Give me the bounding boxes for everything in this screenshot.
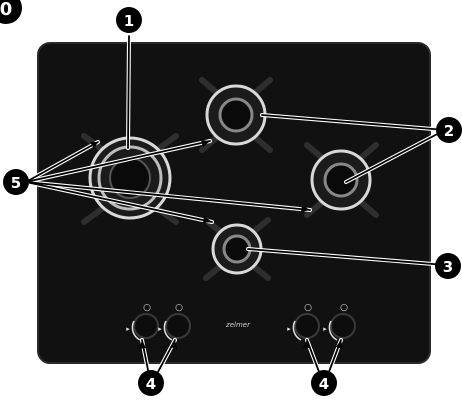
callout-3-number: 3: [443, 258, 453, 276]
callout-1: 1: [116, 7, 142, 33]
callout-5-number: 5: [11, 174, 21, 192]
callout-4-left-number: 4: [146, 375, 156, 393]
callout-5: 5: [3, 169, 29, 195]
leader-lines: [24, 34, 447, 387]
arrowhead: [201, 140, 210, 147]
leader-3: [247, 248, 446, 266]
corner-marker: 0: [0, 0, 22, 24]
knob-flame-mark: ▸: [323, 325, 327, 333]
burner-wok: [81, 133, 179, 225]
burner-right: [304, 142, 379, 218]
burner-icon: [218, 97, 254, 133]
knob-flame-mark: ▸: [287, 325, 291, 333]
arrowhead: [90, 142, 98, 149]
knob-group-left: ○ ▸ ○ ▸: [126, 303, 191, 341]
corner-marker-text: 0: [0, 0, 12, 20]
arrowhead: [203, 216, 212, 223]
knob-off-mark: ○: [304, 303, 312, 313]
control-knob-icon: ○ ▸: [287, 303, 320, 341]
control-knob-icon: ○ ▸: [126, 303, 159, 341]
callout-2-number: 2: [444, 122, 454, 140]
arrowhead: [336, 340, 343, 349]
leader-1: [127, 35, 130, 149]
knob-flame-mark: ▸: [126, 325, 130, 333]
leader-5d: [25, 181, 213, 223]
knob-group-right: ○ ▸ ○ ▸: [287, 303, 356, 341]
arrowhead: [301, 205, 310, 212]
callout-2: 2: [436, 117, 462, 143]
leader-2b: [345, 129, 446, 183]
burner-top-middle: [199, 77, 273, 153]
knob-off-mark: ○: [340, 303, 348, 313]
knob-off-mark: ○: [175, 303, 183, 313]
callout-4-right: 4: [311, 370, 337, 396]
knob-off-mark: ○: [143, 303, 151, 313]
leader-5a: [25, 141, 99, 183]
callout-4-left: 4: [138, 370, 164, 396]
callout-4-right-number: 4: [319, 375, 329, 393]
arrowhead: [139, 340, 146, 349]
brand-label: zelmer: [225, 321, 251, 329]
burner-icon: [323, 162, 359, 198]
leader-2a: [261, 114, 446, 131]
arrowhead: [170, 340, 177, 349]
control-knob-icon: ○ ▸: [158, 303, 191, 341]
arrowhead: [303, 340, 310, 348]
callout-3: 3: [435, 253, 461, 279]
leader-5b: [25, 140, 211, 183]
callout-1-number: 1: [124, 12, 134, 30]
burner-bottom-middle: [203, 217, 271, 281]
control-knob-icon: ○ ▸: [323, 303, 356, 341]
knob-flame-mark: ▸: [158, 325, 162, 333]
leader-5c: [25, 181, 311, 211]
